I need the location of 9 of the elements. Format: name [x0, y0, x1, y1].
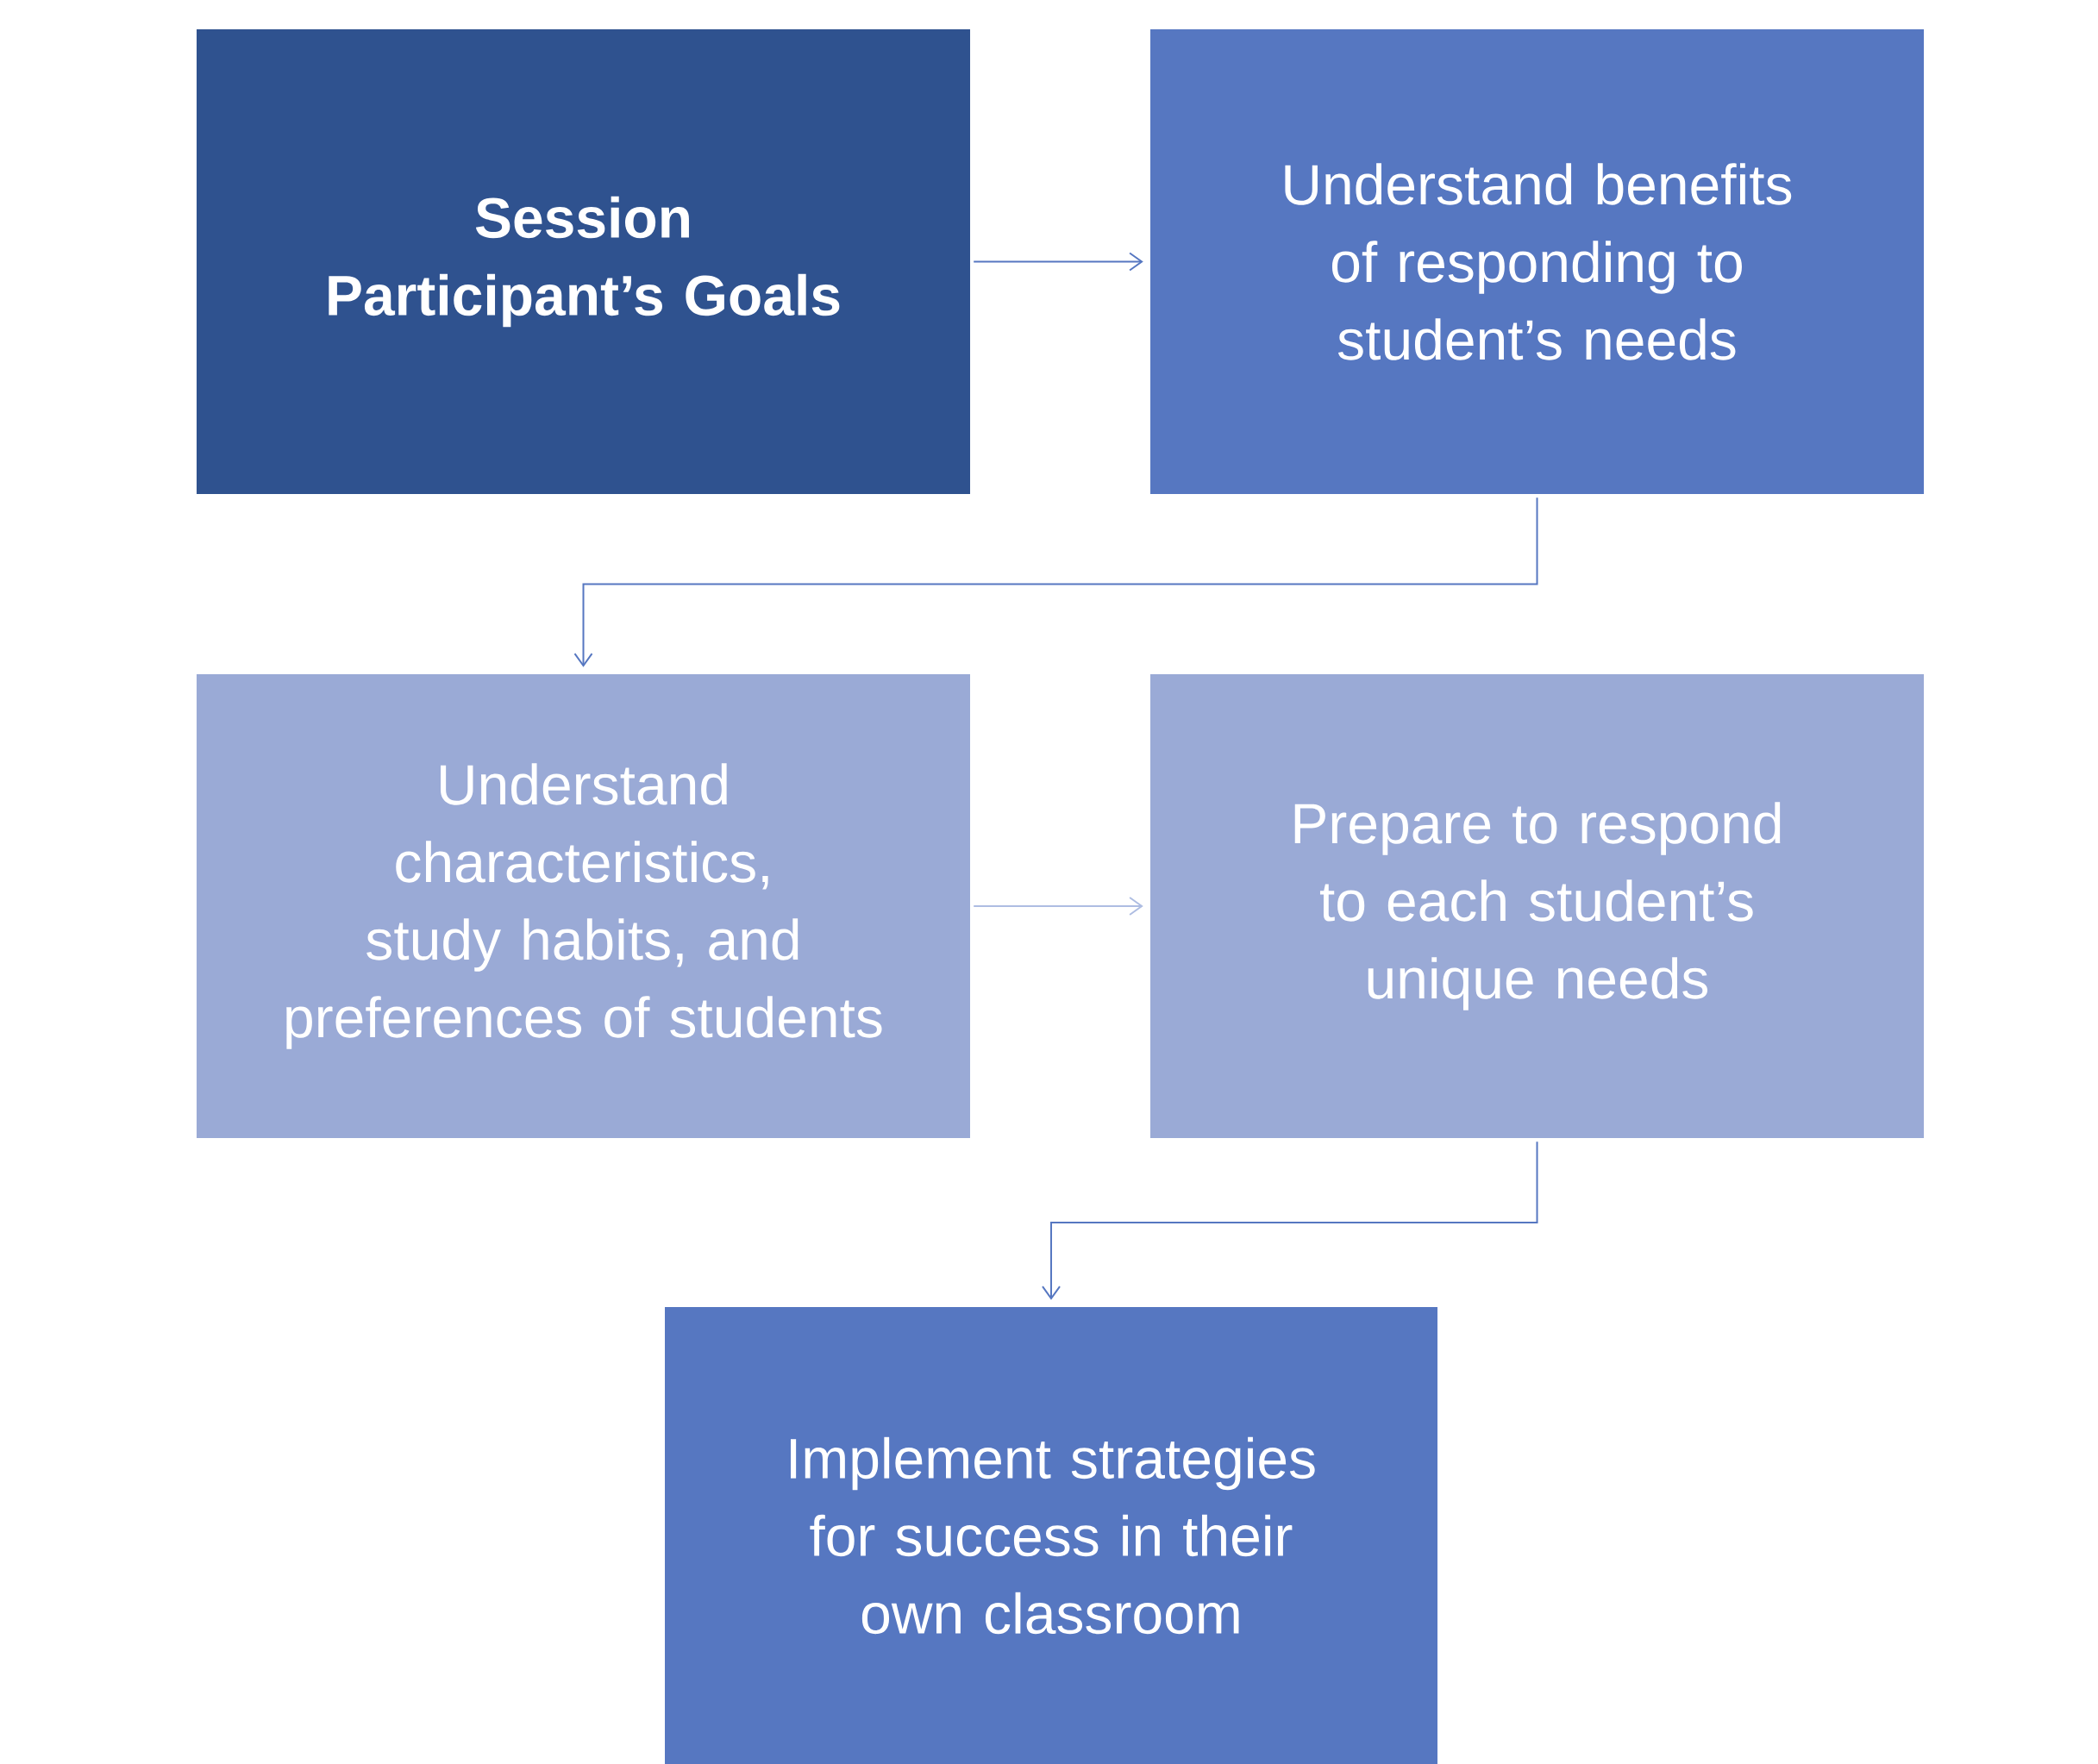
process-box: Understand benefits of responding to student’s needs [1150, 29, 1925, 494]
process-box: Session Participant’s Goals [197, 29, 970, 494]
process-box: Understand characteristics, study habits, and preferences of students [197, 674, 970, 1138]
arrow [1042, 1141, 1538, 1300]
arrow [573, 497, 1538, 667]
arrow [973, 897, 1143, 916]
process-box: Implement strategies for success in their own classroom [665, 1307, 1437, 1764]
process-box: Prepare to respond to each student’s unique needs [1150, 674, 1925, 1138]
arrow [973, 252, 1143, 272]
